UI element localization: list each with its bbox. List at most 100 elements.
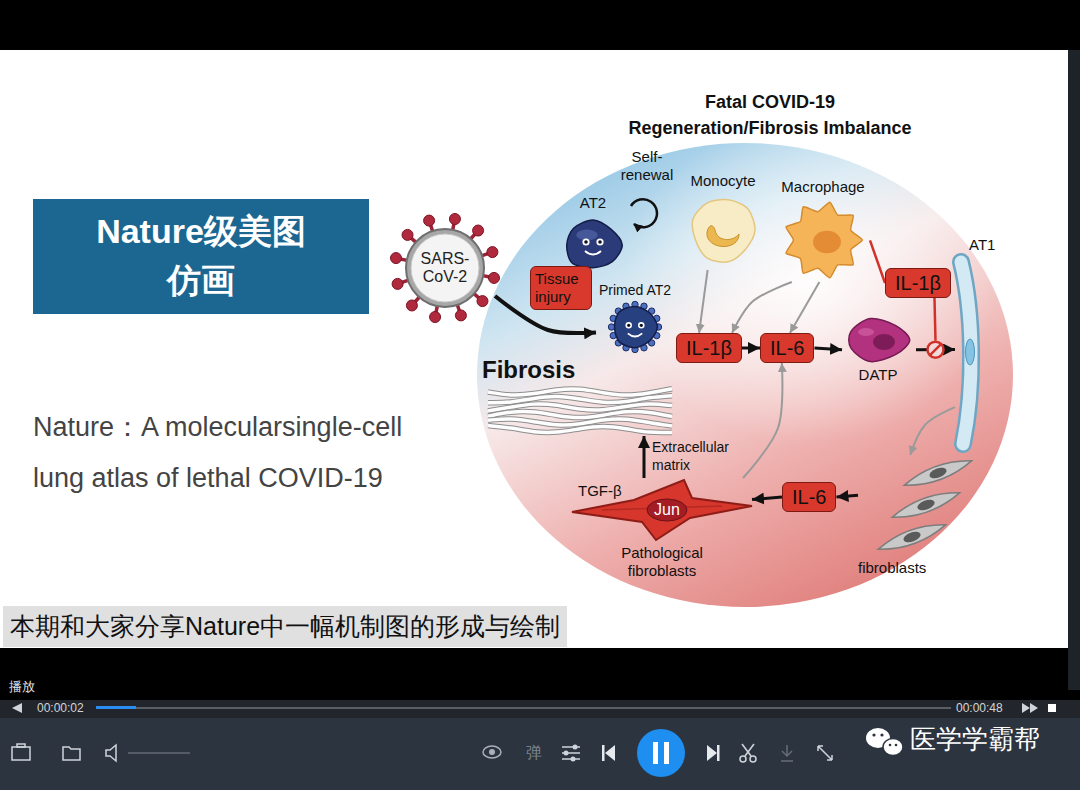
slide <box>0 50 1068 648</box>
slider-knob <box>571 757 576 762</box>
cell-node: DATP <box>842 316 916 388</box>
control-bar <box>0 718 1080 790</box>
toolbox-handle <box>17 744 25 747</box>
circle-part <box>640 324 643 327</box>
at1-illustration <box>955 236 999 450</box>
circle-part <box>411 234 479 302</box>
player-status: 播放 <box>9 679 35 695</box>
scissors-icon <box>742 744 751 756</box>
path-part <box>488 389 672 395</box>
rewind-icon <box>12 703 22 713</box>
eye-pupil <box>489 749 495 755</box>
circle-part <box>582 238 589 245</box>
circle-part <box>596 238 603 245</box>
cell-node: AT1 <box>955 236 999 450</box>
wechat-eye <box>880 733 883 736</box>
cell-node: Macrophage <box>778 178 870 282</box>
circle-part <box>402 229 413 240</box>
path-part <box>707 226 739 247</box>
process-label: Self- renewal <box>616 148 678 184</box>
title-box: Nature级美图 仿画 <box>33 199 369 314</box>
circle-part <box>489 272 500 283</box>
edge-label: Extracellular matrix <box>652 439 734 474</box>
wechat-bubble <box>883 739 903 756</box>
node-label: Nature级美图 仿画 <box>81 207 321 306</box>
fibers-illustration <box>478 384 678 436</box>
node-label: SARS- CoV-2 <box>415 250 475 287</box>
top-bar <box>0 0 1080 50</box>
next-icon <box>717 745 720 761</box>
path-part <box>628 333 642 336</box>
node-label: Jun <box>647 500 687 520</box>
ellipse-part <box>966 339 975 365</box>
arrow-connector <box>732 282 792 333</box>
virus-node: SARS- CoV-2 <box>395 218 495 318</box>
circle-part <box>424 215 435 226</box>
arrow-connector <box>643 436 646 478</box>
g-part <box>876 518 948 556</box>
diagram-title: Fatal COVID-19 Regeneration/Fibrosis Imb… <box>620 89 920 141</box>
primed-illustration <box>610 302 660 352</box>
arrow-connector <box>743 363 782 478</box>
arrow-connector <box>836 495 858 497</box>
circle-part <box>477 296 488 307</box>
time-current: 00:00:02 <box>37 701 84 715</box>
node-label: AT2 <box>560 194 626 212</box>
arrow-connector <box>699 270 708 333</box>
node-label: AT1 <box>969 236 995 254</box>
path-part <box>488 426 672 433</box>
g-part <box>902 454 974 492</box>
play-button <box>637 729 685 777</box>
path-part <box>585 251 601 255</box>
wechat-eye <box>895 744 898 747</box>
forward-icon <box>1030 703 1038 713</box>
cell-node: fibroblasts <box>858 455 974 581</box>
circle-part <box>487 247 498 258</box>
fibrosis-node: Fibrosis <box>478 356 678 436</box>
circle-part <box>625 322 631 328</box>
node-label: Tissue injury <box>535 270 587 306</box>
path-part <box>488 389 672 395</box>
prev-icon <box>602 745 605 761</box>
circle-part <box>449 213 460 224</box>
self-renewal-loop <box>631 199 657 227</box>
ellipse-part <box>902 530 922 545</box>
node-label: IL-6 <box>770 336 804 360</box>
side-list <box>1068 50 1080 690</box>
path-part <box>615 307 658 348</box>
path-part <box>876 518 948 556</box>
arrow-connector <box>910 407 955 455</box>
speaker-icon <box>106 745 116 761</box>
path-part <box>572 480 752 540</box>
cytokine-box: Tissue injury <box>530 266 592 310</box>
at2-illustration <box>563 216 623 270</box>
arrow-connector <box>790 282 819 333</box>
node-label: Pathological fibroblasts <box>612 544 712 580</box>
monocyte-illustration <box>689 194 757 266</box>
ellipse-part <box>916 498 936 513</box>
arrow-connector <box>752 497 782 500</box>
cell-node: TGF-βJunPathological fibroblasts <box>572 478 752 586</box>
path-part <box>849 318 910 361</box>
path-part <box>488 419 672 426</box>
ellipse-part <box>813 231 841 253</box>
node-label: fibroblasts <box>858 559 926 577</box>
black-strip <box>0 648 1068 700</box>
folder-icon <box>63 747 80 760</box>
cell-node: Primed AT2 <box>596 282 676 354</box>
lung-glow <box>477 143 1013 607</box>
danmaku-toggle: 弹 <box>526 743 542 762</box>
ellipse-part <box>928 466 948 481</box>
forward-icon <box>1022 703 1030 713</box>
next-icon <box>707 745 717 761</box>
pause-bar <box>664 742 669 764</box>
fibro-illustration <box>868 455 974 555</box>
prev-icon <box>605 745 615 761</box>
node-label: TGF-β <box>578 482 622 500</box>
node-label: IL-1β <box>686 336 732 360</box>
stop-icon <box>1048 704 1056 712</box>
circle-part <box>390 253 401 264</box>
datp-illustration <box>844 316 912 364</box>
